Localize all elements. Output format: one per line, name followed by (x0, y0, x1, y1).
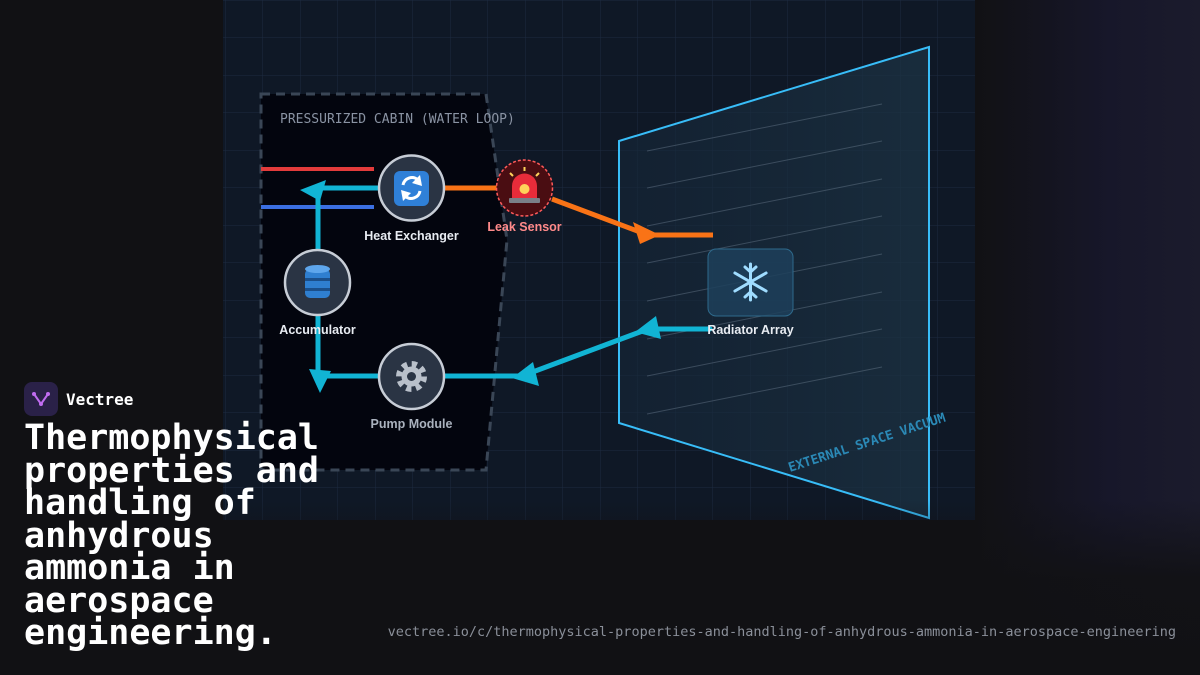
leak-sensor-node[interactable] (495, 159, 554, 217)
arrow-head-to-accumulator (300, 180, 326, 201)
brand-name: Vectree (66, 389, 134, 409)
arrow-head-to-pump (309, 369, 331, 393)
right-shade (975, 0, 1200, 675)
radiator-array-label: Radiator Array (707, 323, 793, 337)
leak-sensor-label: Leak Sensor (487, 220, 561, 234)
source-url[interactable]: vectree.io/c/thermophysical-properties-a… (387, 624, 1176, 640)
pump-module-label: Pump Module (371, 417, 453, 431)
accumulator-node[interactable] (283, 248, 352, 317)
cabin-label: PRESSURIZED CABIN (WATER LOOP) (280, 112, 515, 127)
arrow-head-radiator-out (635, 316, 661, 339)
heat-exchanger-node[interactable] (377, 154, 446, 222)
vectree-logo-icon (24, 382, 58, 416)
pump-module-node[interactable] (377, 342, 446, 411)
page-title: Thermophysical properties and handling o… (24, 418, 320, 653)
gear-icon (396, 361, 427, 392)
brand: Vectree (24, 382, 133, 416)
arrow-head-to-radiator (633, 222, 660, 244)
accumulator-label: Accumulator (279, 323, 356, 337)
coolant-line-pump-return (441, 326, 713, 379)
heat-exchanger-label: Heat Exchanger (364, 229, 459, 243)
barrel-icon (305, 265, 330, 298)
snowflake-icon (733, 262, 768, 302)
arrow-head-pump-return (512, 362, 539, 386)
radiator-array-node[interactable] (707, 248, 794, 317)
siren-icon (509, 167, 540, 203)
